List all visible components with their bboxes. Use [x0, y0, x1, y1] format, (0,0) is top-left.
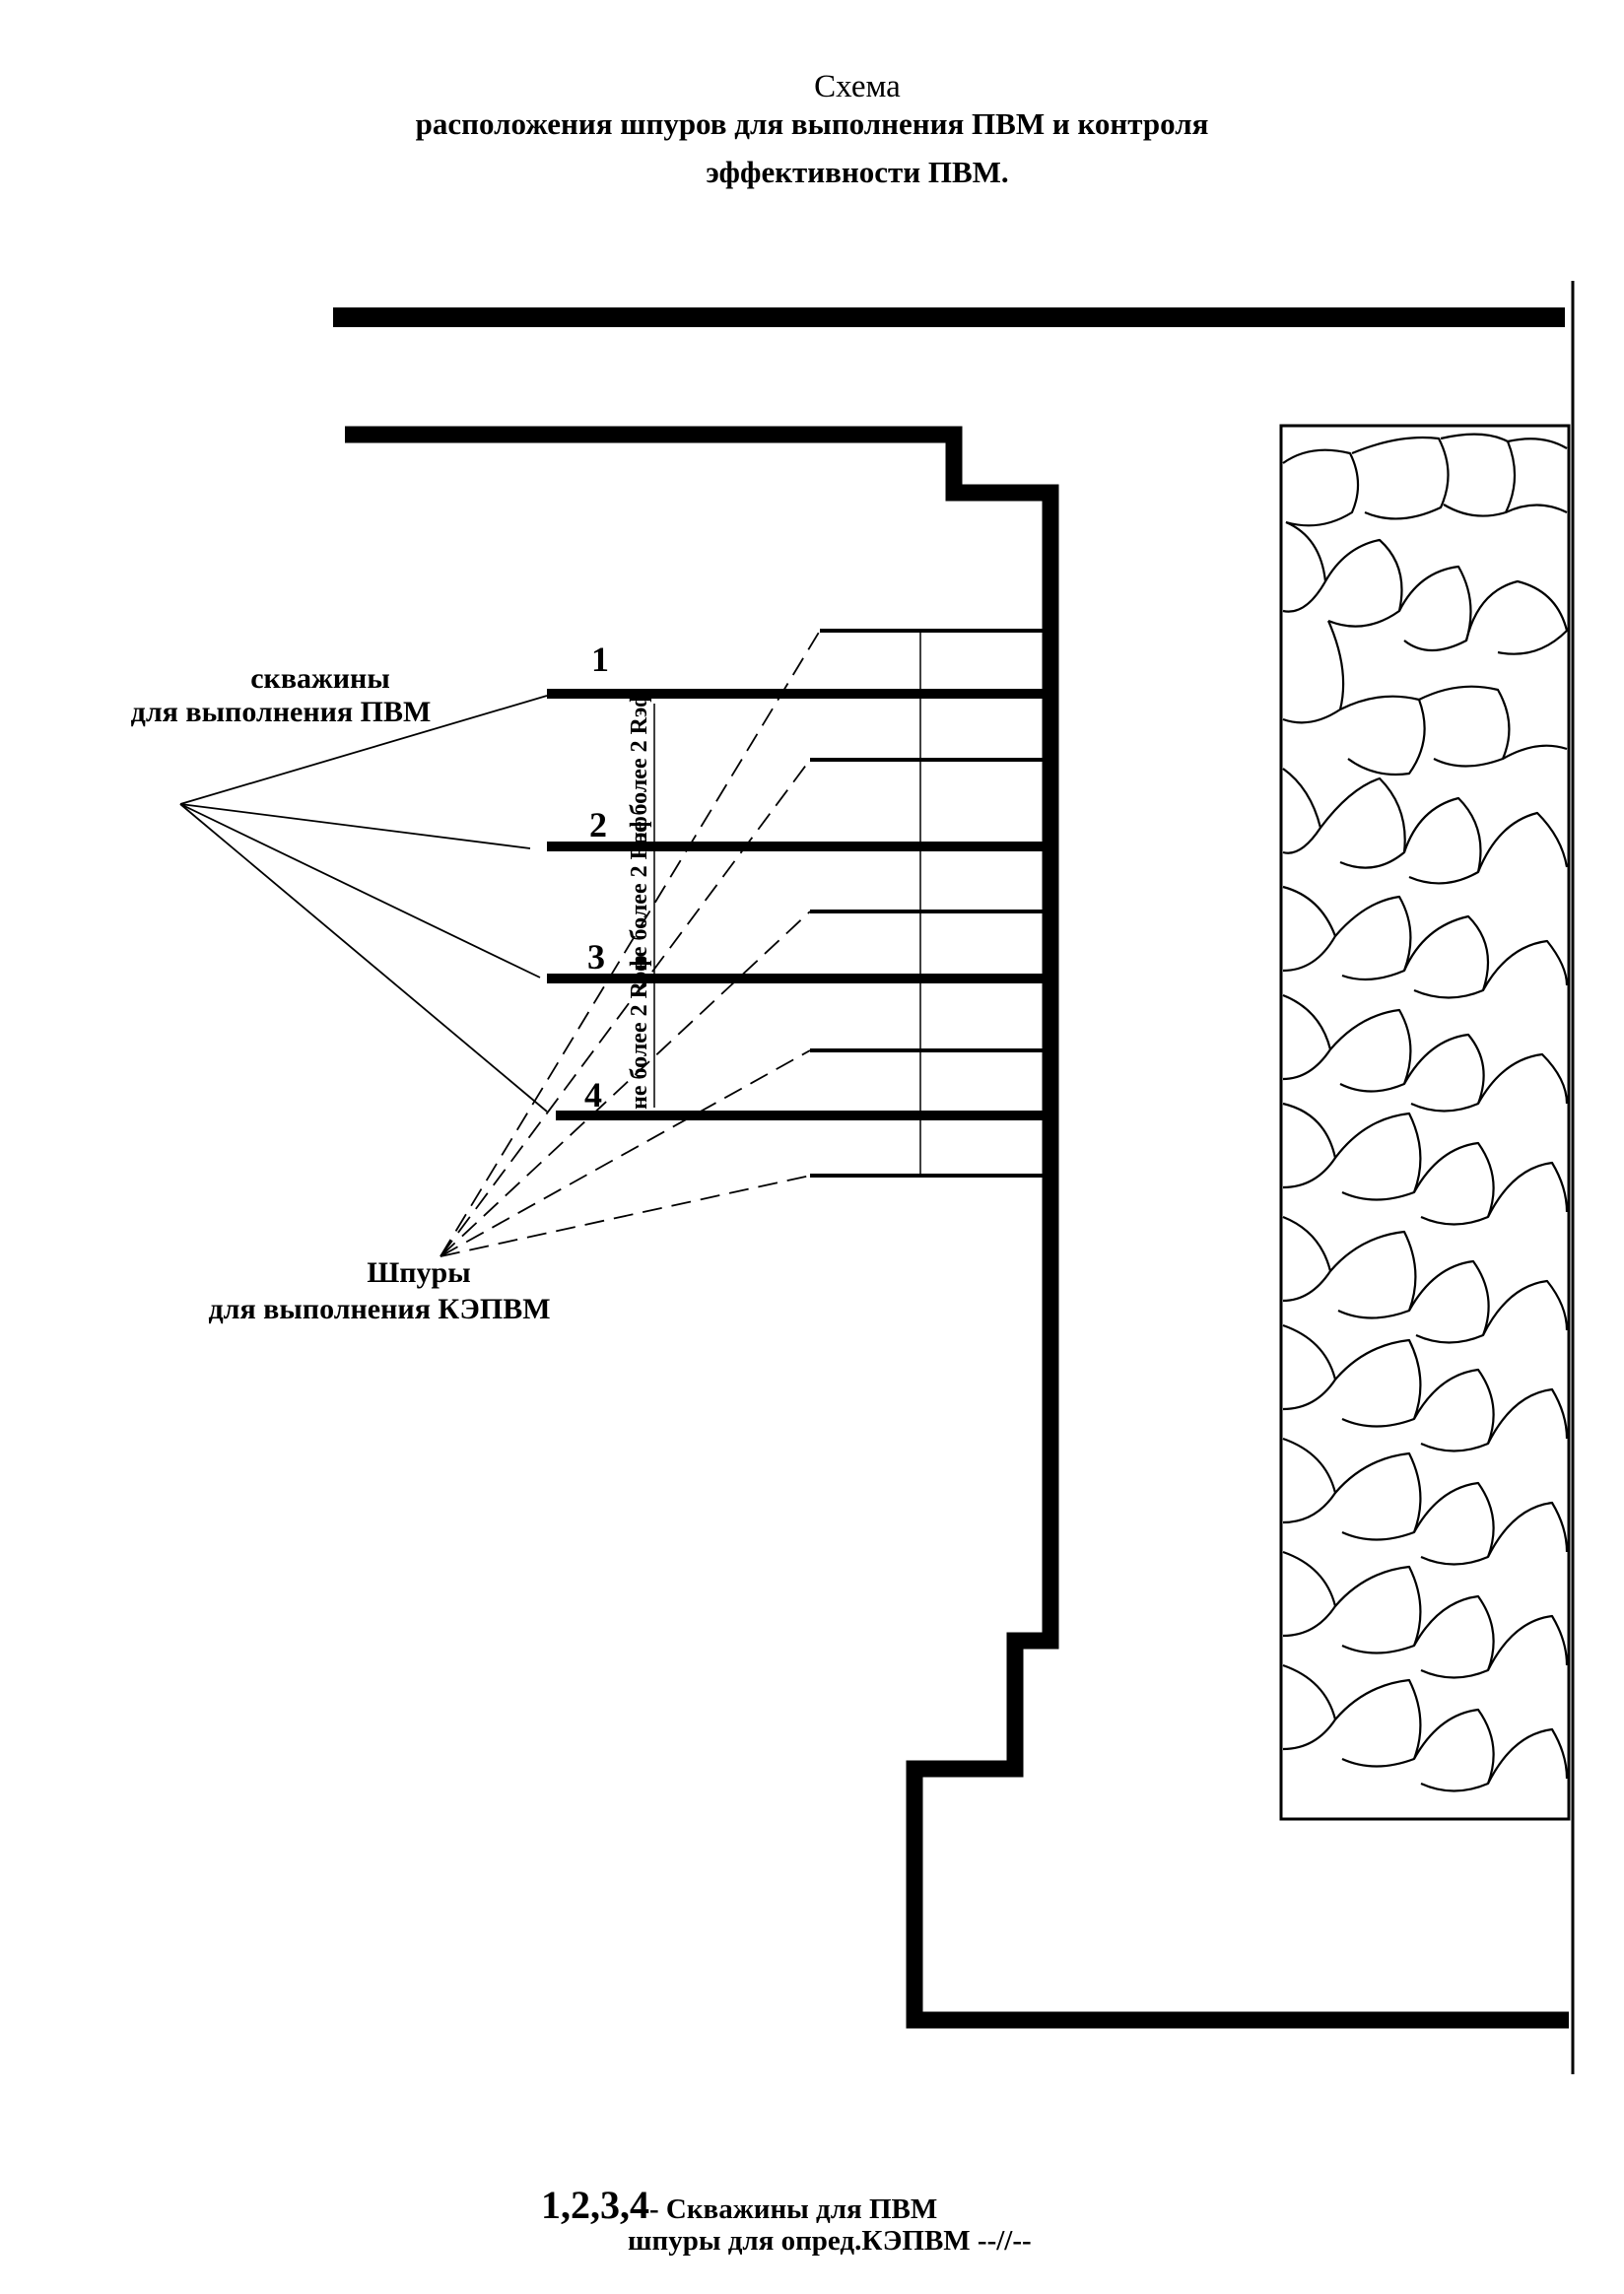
wells-label-line1: скважины [250, 662, 390, 695]
working-outline [333, 281, 1575, 2074]
legend-wells-text: - Скважины для ПВМ [649, 2193, 938, 2225]
diagram-title-line3: эффективности ПВМ. [706, 155, 1009, 189]
well-number-2: 2 [589, 805, 607, 844]
pvm-wells [547, 689, 1047, 1120]
well-number-4: 4 [584, 1075, 602, 1114]
spacing-label-2-3: не более 2 Rэф [627, 816, 652, 971]
control-holes [810, 629, 1047, 1178]
legend-holes-text: шпуры для опред.КЭПВМ --//-- [628, 2225, 1032, 2257]
rock-mass [1279, 424, 1571, 1821]
spacing-label-3-4: не более 2 Rэф [627, 955, 652, 1110]
legend-numbers: 1,2,3,4 [541, 2183, 649, 2227]
diagram-title-line1: Схема [814, 69, 901, 104]
wells-leader-lines [179, 695, 548, 1113]
well-number-3: 3 [587, 937, 605, 977]
legend-wells: 1,2,3,4- Скважины для ПВМ [541, 2182, 937, 2228]
holes-leader-lines [440, 630, 821, 1257]
wells-label-line2: для выполнения ПВМ [130, 696, 432, 728]
well-number-1: 1 [591, 640, 609, 679]
holes-label-line2: для выполнения КЭПВМ [208, 1293, 551, 1325]
diagram-title-line2: расположения шпуров для выполнения ПВМ и… [415, 106, 1209, 141]
holes-label-line1: Шпуры [367, 1256, 471, 1289]
